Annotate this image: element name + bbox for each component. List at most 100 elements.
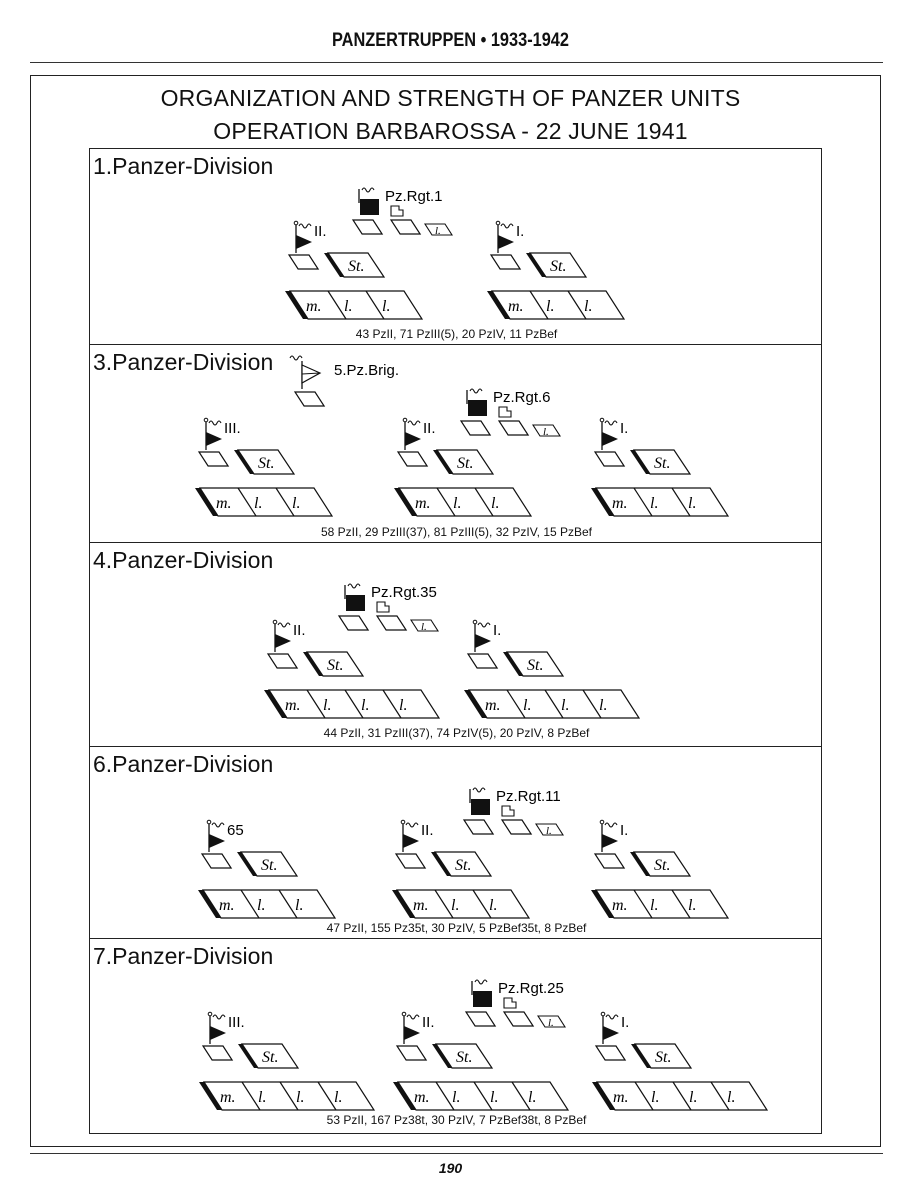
staff-company-label: St. — [654, 857, 670, 874]
company-divider — [633, 889, 653, 919]
command-pennant-icon — [604, 822, 618, 828]
staff-company-label: St. — [258, 455, 274, 472]
regiment-hq-symbol — [351, 219, 384, 235]
battalion-flag-icon — [403, 834, 419, 848]
battalion-hq-symbol — [200, 853, 233, 869]
company-divider — [474, 487, 494, 517]
company-label: l. — [257, 897, 265, 914]
company-label: l. — [382, 298, 390, 315]
company-row-bar — [487, 291, 510, 319]
signal-platoon-icon — [501, 805, 515, 817]
signal-platoon-icon — [376, 601, 390, 613]
company-label: l. — [727, 1089, 735, 1106]
company-label: l. — [599, 697, 607, 714]
battalion-flag-icon — [475, 634, 491, 648]
company-label: m. — [485, 697, 501, 714]
company-label: l. — [254, 495, 262, 512]
staff-company-symbol — [505, 651, 565, 677]
company-label: l. — [561, 697, 569, 714]
company-row-bar — [464, 690, 487, 718]
division-name: 1.Panzer-Division — [93, 153, 274, 179]
company-divider — [436, 487, 456, 517]
company-divider — [544, 689, 564, 719]
company-row-bar — [394, 488, 417, 516]
company-label: m. — [414, 1089, 430, 1106]
battalion-hq-symbol — [594, 1045, 627, 1061]
battalion-flag-icon — [209, 834, 225, 848]
light-platoon-symbol — [423, 223, 454, 236]
company-divider — [506, 689, 526, 719]
battalion-hq-symbol — [394, 853, 427, 869]
staff-company-symbol — [434, 1043, 494, 1069]
company-row-bar — [591, 890, 614, 918]
battalion-label: II. — [421, 822, 434, 839]
company-divider — [671, 487, 691, 517]
staff-finial-icon — [472, 619, 478, 625]
division-name: 6.Panzer-Division — [93, 751, 274, 777]
staff-company-bar — [234, 450, 254, 474]
company-label: l. — [452, 1089, 460, 1106]
staff-finial-icon — [206, 819, 212, 825]
staff-company-symbol — [632, 851, 692, 877]
company-divider — [634, 1081, 654, 1111]
battalion-label: II. — [293, 622, 306, 639]
company-label: l. — [489, 897, 497, 914]
staff-finial-icon — [599, 819, 605, 825]
company-label: l. — [688, 495, 696, 512]
light-platoon-label: l. — [548, 1017, 554, 1029]
staff-company-symbol — [632, 449, 692, 475]
light-platoon-label: l. — [421, 621, 427, 633]
regiment-label: Pz.Rgt.35 — [371, 584, 437, 601]
company-label: m. — [612, 495, 628, 512]
company-divider — [435, 1081, 455, 1111]
light-platoon-label: l. — [543, 426, 549, 438]
organization-diagram: Pz.Rgt.11l.65St.m.l.l.II.St.m.l.l.I.St.m… — [198, 787, 730, 919]
light-platoon-label: l. — [435, 225, 441, 237]
staff-company-symbol — [433, 851, 493, 877]
battalion-hq-symbol — [201, 1045, 234, 1061]
battalion-label: II. — [422, 1014, 435, 1031]
company-label: l. — [399, 697, 407, 714]
company-divider — [671, 889, 691, 919]
company-label: m. — [216, 495, 232, 512]
company-divider — [306, 689, 326, 719]
staff-company-bar — [630, 450, 650, 474]
company-divider — [473, 1081, 493, 1111]
company-divider — [327, 290, 347, 320]
regiment-hq-symbol — [459, 420, 492, 436]
header-rule — [30, 62, 883, 63]
signal-platoon-symbol — [375, 615, 408, 631]
company-label: l. — [451, 897, 459, 914]
staff-finial-icon — [401, 1011, 407, 1017]
division-name: 7.Panzer-Division — [93, 943, 274, 969]
company-row-bar — [285, 291, 308, 319]
command-pennant-icon — [347, 583, 361, 589]
company-row-bar — [591, 488, 614, 516]
company-row-bar — [264, 690, 287, 718]
chart-frame — [30, 75, 881, 1147]
command-pennant-icon — [212, 1014, 226, 1020]
company-row-bar — [393, 1082, 416, 1110]
battalion-hq-symbol — [489, 254, 522, 270]
staff-company-label: St. — [327, 657, 343, 674]
regiment-label: Pz.Rgt.25 — [498, 980, 564, 997]
light-platoon-symbol — [534, 823, 565, 836]
staff-finial-icon — [272, 619, 278, 625]
battalion-flag-icon — [602, 834, 618, 848]
company-divider — [237, 487, 257, 517]
staff-company-label: St. — [457, 455, 473, 472]
organization-diagram: Pz.Rgt.25l.III.St.m.l.l.l.II.St.m.l.l.l.… — [199, 979, 769, 1111]
light-platoon-symbol — [409, 619, 440, 632]
tank-strength: 47 PzII, 155 Pz35t, 30 PzIV, 5 PzBef35t,… — [326, 921, 587, 935]
battalion-flag-icon — [206, 432, 222, 446]
company-label: l. — [323, 697, 331, 714]
regiment-flag-icon — [346, 595, 365, 611]
battalion-label: I. — [493, 622, 501, 639]
command-pennant-icon — [472, 787, 486, 793]
regiment-flag-icon — [468, 400, 487, 416]
brigade-flag-stripe — [301, 372, 321, 375]
company-divider — [511, 1081, 531, 1111]
page-number: 190 — [438, 1160, 463, 1176]
